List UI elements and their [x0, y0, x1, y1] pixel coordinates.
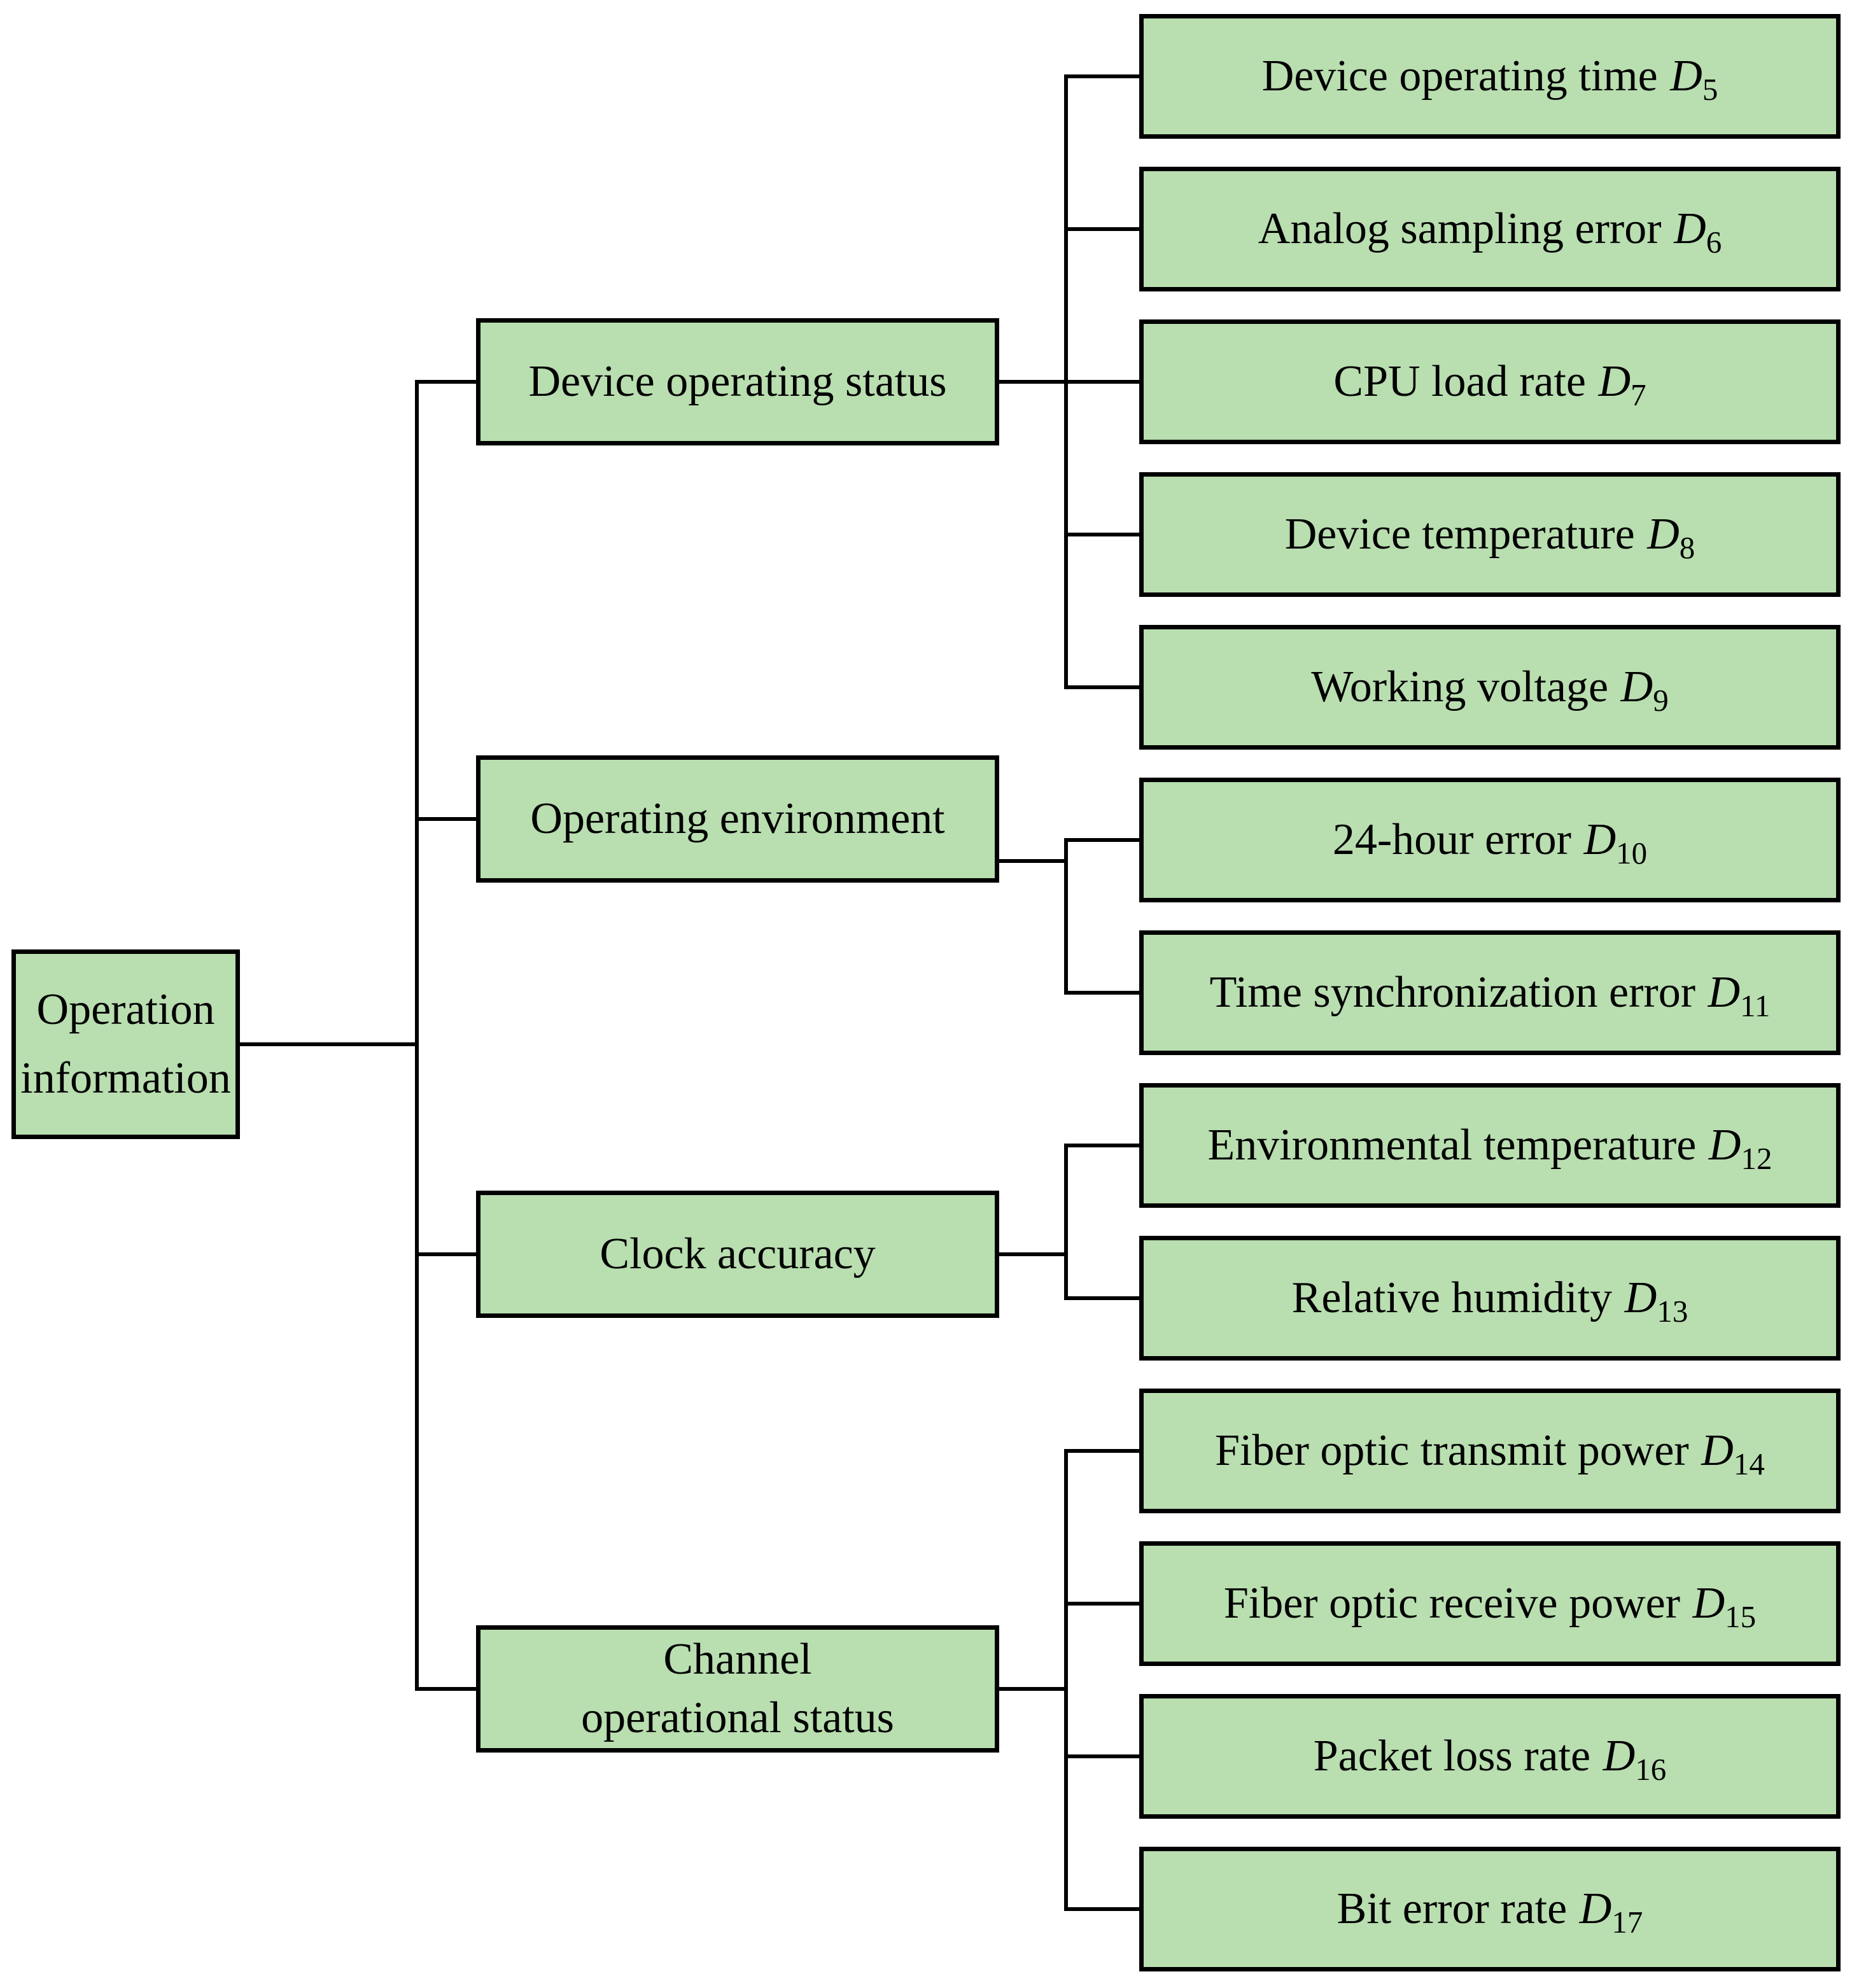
leaf-variable: D: [1603, 1731, 1636, 1781]
leaf-label: CPU load rate: [1333, 356, 1586, 406]
node-operation-information: Operation information: [11, 949, 240, 1139]
leaf-label: Fiber optic receive power: [1223, 1578, 1681, 1628]
leaf-variable: D: [1708, 1120, 1741, 1170]
leaf-variable: D: [1670, 51, 1702, 101]
leaf-subscript: 12: [1741, 1140, 1772, 1176]
leaf-subscript: 6: [1706, 224, 1722, 260]
leaf-label: Analog sampling error: [1258, 204, 1662, 253]
leaf-subscript: 10: [1616, 835, 1648, 871]
node-clock-accuracy: Clock accuracy: [476, 1191, 999, 1318]
branch-label-line1: Channel: [663, 1634, 812, 1684]
leaf-subscript: 9: [1653, 682, 1669, 718]
leaf-subscript: 11: [1740, 988, 1771, 1023]
tree-connector-path: [238, 74, 1141, 1911]
branch-label: Clock accuracy: [600, 1229, 876, 1278]
leaf-subscript: 7: [1631, 377, 1646, 412]
node-channel-operational-status: Channel operational status: [476, 1625, 999, 1753]
leaf-variable: D: [1701, 1425, 1734, 1475]
leaf-variable: D: [1692, 1578, 1725, 1628]
leaf-subscript: 16: [1635, 1751, 1667, 1787]
leaf-variable: D: [1647, 509, 1680, 559]
leaf-label: Fiber optic transmit power: [1215, 1425, 1689, 1475]
leaf-variable: D: [1624, 1273, 1657, 1322]
leaf-subscript: 13: [1657, 1293, 1688, 1329]
leaf-subscript: 17: [1611, 1904, 1643, 1940]
leaf-subscript: 8: [1679, 529, 1695, 565]
leaf-label: Device temperature: [1284, 509, 1635, 559]
leaf-label: Bit error rate: [1336, 1884, 1568, 1933]
leaf-variable: D: [1674, 204, 1706, 253]
leaf-variable: D: [1708, 967, 1741, 1017]
leaf-variable: D: [1579, 1884, 1612, 1933]
leaf-label: Working voltage: [1311, 662, 1609, 711]
leaf-label: Packet loss rate: [1313, 1731, 1591, 1781]
root-label-line1: Operation: [36, 984, 215, 1034]
root-label-line2: information: [20, 1054, 231, 1103]
leaf-subscript: 15: [1725, 1599, 1757, 1634]
leaf-variable: D: [1598, 356, 1631, 406]
leaf-label: 24-hour error: [1332, 815, 1571, 864]
node-operating-environment: Operating environment: [476, 755, 999, 883]
branch-label-line2: operational status: [581, 1693, 894, 1742]
node-device-operating-status: Device operating status: [476, 318, 999, 445]
leaf-label: Relative humidity: [1291, 1273, 1613, 1322]
leaf-subscript: 5: [1702, 71, 1718, 107]
leaf-label: Environmental temperature: [1207, 1120, 1697, 1170]
branch-label: Operating environment: [530, 794, 945, 843]
leaf-label: Device operating time: [1261, 51, 1658, 101]
leaf-subscript: 14: [1733, 1446, 1765, 1481]
leaf-variable: D: [1583, 815, 1617, 864]
leaf-variable: D: [1620, 662, 1653, 711]
leaf-label: Time synchronization error: [1209, 967, 1696, 1017]
branch-label: Device operating status: [528, 356, 947, 406]
